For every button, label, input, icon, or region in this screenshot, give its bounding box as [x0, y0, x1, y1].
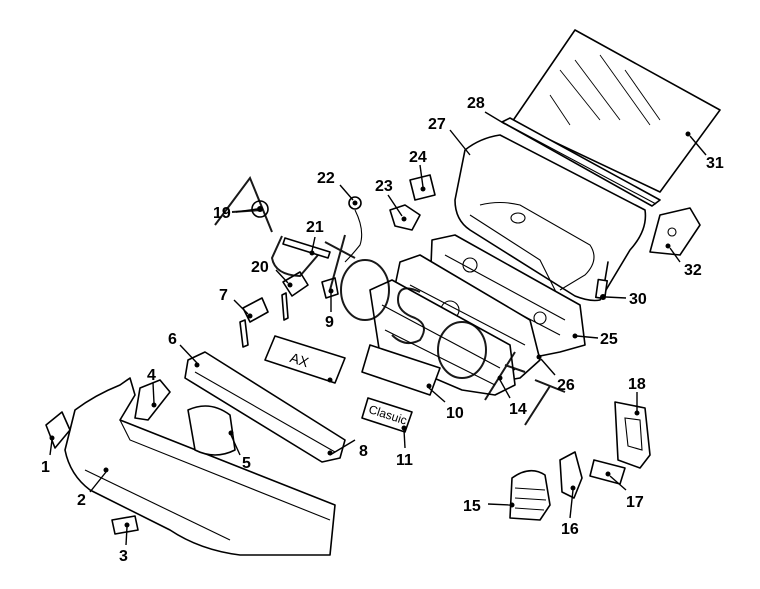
reflector — [589, 459, 626, 485]
key-lock — [239, 297, 269, 348]
callout-32: 32 — [684, 262, 702, 279]
lamp-holder — [559, 451, 583, 499]
callout-6: 6 — [168, 331, 177, 348]
callout-15: 15 — [463, 498, 481, 515]
plate-text-ax: AX — [288, 349, 311, 370]
bumper-bracket — [134, 379, 171, 421]
leader-lines — [49, 111, 707, 546]
tailgate-hinge — [649, 207, 701, 256]
callout-24: 24 — [409, 149, 427, 166]
callout-17: 17 — [626, 494, 644, 511]
bumper-reinforcement — [184, 351, 346, 463]
callout-28: 28 — [467, 95, 485, 112]
callout-labels: 1 2 3 4 5 6 7 8 9 10 11 14 15 16 17 18 1… — [41, 95, 724, 565]
plate-bracket — [361, 344, 441, 396]
callout-26: 26 — [557, 377, 575, 394]
rear-window-glass — [511, 29, 721, 193]
tail-lamp — [509, 469, 551, 521]
rear-bumper — [64, 377, 336, 556]
callout-30: 30 — [629, 291, 647, 308]
callout-14: 14 — [509, 401, 527, 418]
callout-22: 22 — [317, 170, 335, 187]
latch-cable — [344, 196, 363, 263]
callout-8: 8 — [359, 443, 368, 460]
callout-9: 9 — [325, 314, 334, 331]
callout-4: 4 — [147, 367, 156, 384]
callout-27: 27 — [428, 116, 446, 133]
tailgate-panel — [454, 134, 647, 302]
window-seal-strip — [501, 117, 661, 207]
license-plate-ax: AX — [264, 335, 346, 384]
callout-7: 7 — [219, 287, 228, 304]
callout-21: 21 — [306, 219, 324, 236]
callout-1: 1 — [41, 459, 50, 476]
callout-18: 18 — [628, 376, 646, 393]
callout-11: 11 — [396, 452, 413, 469]
callout-25: 25 — [600, 331, 618, 348]
watermark — [214, 175, 566, 426]
callout-20: 20 — [251, 259, 269, 276]
callout-16: 16 — [561, 521, 579, 538]
callout-2: 2 — [77, 492, 86, 509]
bumper-clip — [111, 515, 139, 535]
lock-rod — [282, 237, 331, 259]
callout-10: 10 — [446, 405, 464, 422]
callout-31: 31 — [706, 155, 724, 172]
callout-3: 3 — [119, 548, 128, 565]
model-badge: Clasuic — [361, 397, 413, 433]
callout-23: 23 — [375, 178, 393, 195]
striker-plate — [409, 174, 436, 201]
lock-cylinder — [281, 271, 309, 321]
tow-hook-cover — [187, 405, 236, 456]
callout-19: 19 — [213, 205, 231, 222]
latch-bracket — [389, 204, 421, 231]
gas-strut — [594, 261, 609, 300]
callout-5: 5 — [242, 455, 251, 472]
lamp-housing — [614, 401, 651, 469]
